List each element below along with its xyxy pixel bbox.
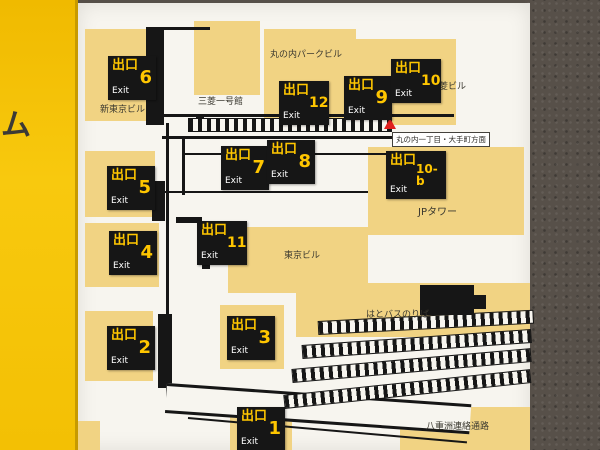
exit-kanji: 出口 [111, 168, 138, 183]
building-tokyobldg-block [228, 227, 368, 293]
exit-marker-10: 出口 Exit 10 [391, 59, 441, 103]
stair-symbol [202, 261, 210, 269]
exit-number: 10 [421, 73, 441, 89]
exit-en: Exit [395, 89, 413, 100]
exit-number: 9 [375, 87, 388, 108]
exit-number: 7 [252, 157, 265, 178]
exit-en: Exit [113, 261, 131, 272]
exit-number: 2 [138, 337, 151, 358]
exit-kanji: 出口 [231, 318, 258, 333]
exit-map-panel: 丸の内パークビル 三菱一号館 新東京ビル 三菱ビル JPタワー 東京ビル はとバ… [78, 3, 535, 450]
exit-number: 10-b [416, 162, 438, 188]
exit-kanji: 出口 [112, 58, 139, 73]
sign-partial-character: ム [1, 108, 31, 143]
exit-marker-5: 出口 Exit 5 [107, 166, 155, 210]
building-ichigokan-block [194, 21, 260, 95]
exit-marker-11: 出口 Exit 11 [197, 221, 247, 265]
exit-marker-7: 出口 Exit 7 [221, 146, 269, 190]
exit-kanji: 出口 [283, 83, 310, 98]
street-line [162, 136, 454, 139]
label-jp-tower: JPタワー [418, 207, 457, 218]
exit-number: 12 [309, 95, 329, 111]
exit-kanji: 出口 [241, 409, 268, 424]
exit-number: 6 [139, 67, 152, 88]
exit-kanji: 出口 [201, 223, 228, 238]
label-marunouchi-park-bldg: 丸の内パークビル [269, 50, 342, 60]
exit-marker-1: 出口 Exit 1 [237, 407, 285, 450]
label-yaesu-passage: 八重洲連絡通路 [426, 422, 490, 432]
exit-kanji: 出口 [111, 328, 138, 343]
exit-kanji: 出口 [348, 78, 375, 93]
exit-en: Exit [390, 185, 408, 196]
corridor-wall [152, 181, 165, 221]
exit-en: Exit [348, 106, 366, 117]
exit-en: Exit [231, 346, 249, 357]
exit-kanji: 出口 [395, 61, 422, 76]
sign-edge-shadow [75, 0, 78, 450]
hatobus-terminal-shape [420, 285, 474, 315]
exit-marker-8: 出口 Exit 8 [267, 140, 315, 184]
exit-en: Exit [111, 356, 129, 367]
label-mitsubishi-ichigokan: 三菱一号館 [198, 97, 244, 107]
street-line [164, 191, 368, 193]
exit-en: Exit [111, 196, 129, 207]
wall-background [525, 0, 600, 450]
label-shin-tokyo-bldg: 新東京ビル [100, 105, 146, 115]
exit-marker-6: 出口 Exit 6 [108, 56, 156, 100]
exit-kanji: 出口 [390, 153, 417, 168]
exit-en: Exit [225, 176, 243, 187]
label-tokyo-bldg: 東京ビル [284, 251, 321, 261]
exit-number: 4 [140, 242, 153, 263]
exit-kanji: 出口 [225, 148, 252, 163]
exit-number: 3 [258, 327, 271, 348]
corridor-wall [158, 314, 172, 388]
exit-en: Exit [112, 86, 130, 97]
corridor-wall [166, 123, 169, 407]
exit-kanji: 出口 [113, 233, 140, 248]
hatobus-terminal-shape [474, 295, 486, 309]
exit-marker-12: 出口 Exit 12 [279, 81, 329, 125]
exit-marker-4: 出口 Exit 4 [109, 231, 157, 275]
exit-marker-9: 出口 Exit 9 [344, 76, 392, 120]
exit-en: Exit [241, 437, 259, 448]
corridor-wall [146, 27, 210, 30]
direction-sign: 丸の内一丁目・大手町方面 [392, 132, 490, 147]
exit-number: 5 [138, 177, 151, 198]
exit-en: Exit [201, 251, 219, 262]
corridor-wall [176, 217, 202, 223]
exit-en: Exit [283, 111, 301, 122]
exit-number: 11 [227, 235, 247, 251]
you-are-here-triangle [384, 118, 396, 129]
corridor-wall [182, 139, 185, 195]
sign-left-yellow-panel: ム [0, 0, 78, 450]
exit-number: 8 [298, 151, 311, 172]
exit-kanji: 出口 [271, 142, 298, 157]
exit-marker-2: 出口 Exit 2 [107, 326, 155, 370]
building-block [78, 421, 100, 450]
label-hato-bus-stop: はとバスのりば [366, 310, 430, 320]
exit-marker-10b: 出口 Exit 10-b [386, 151, 446, 199]
exit-number: 1 [268, 418, 281, 439]
label-mitsubishi-bldg: 三菱ビル [430, 82, 467, 92]
exit-en: Exit [271, 170, 289, 181]
exit-marker-3: 出口 Exit 3 [227, 316, 275, 360]
